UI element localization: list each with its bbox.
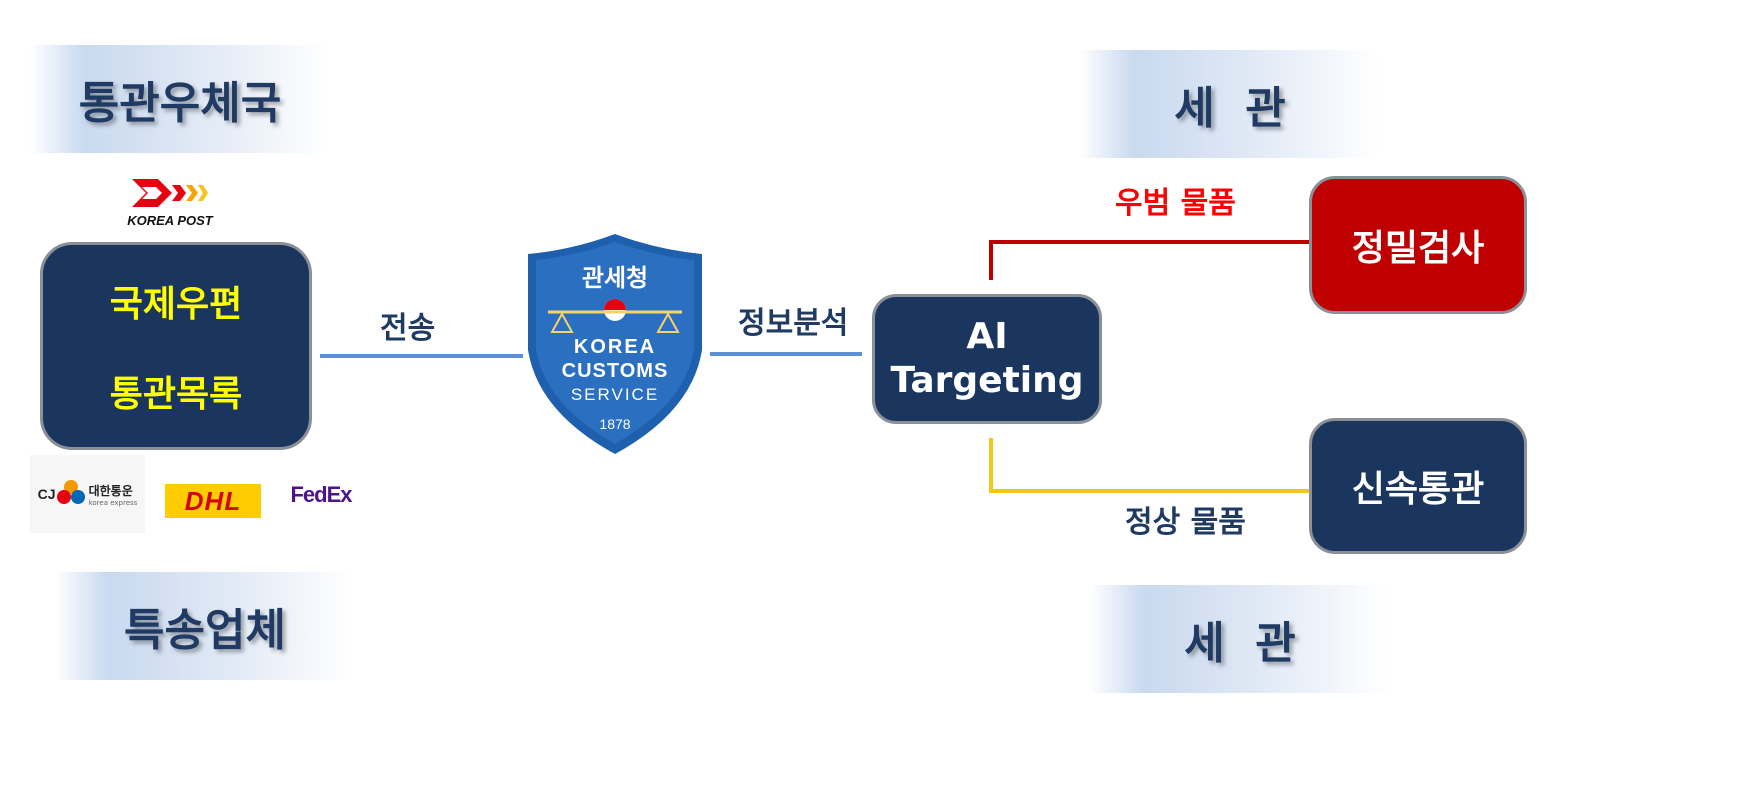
normal-label: 정상 물품 (1125, 505, 1246, 540)
korea-post-emblem-icon (132, 178, 208, 207)
inspection-text: 정밀검사 (1351, 228, 1485, 269)
cj-logo: CJ 대한통운 korea express (30, 455, 145, 533)
left-node-line2: 통관목록 (109, 374, 243, 415)
ai-node-line2: Targeting (890, 360, 1084, 401)
courier-title: 특송업체 (124, 605, 286, 656)
normal-line-vertical (989, 438, 993, 492)
fedex-logo: FedEx (285, 480, 357, 510)
customs-top-title: 세 관 (1174, 83, 1286, 134)
cj-flower-icon (56, 480, 85, 504)
international-mail-manifest-node: 국제우편 통관목록 (40, 242, 312, 450)
ai-node-line1: AI (966, 316, 1008, 357)
fast-clearance-text: 신속통관 (1351, 469, 1485, 510)
emblem-line3: SERVICE (570, 385, 660, 404)
post-office-banner: 통관우체국 (30, 45, 330, 153)
normal-line-horizontal (989, 489, 1311, 493)
analysis-line (710, 352, 862, 356)
emblem-title: 관세청 (581, 264, 649, 292)
dhl-logo: DHL (165, 484, 261, 518)
detailed-inspection-node: 정밀검사 (1309, 176, 1527, 314)
fedex-text: FedEx (290, 482, 352, 507)
emblem-year: 1878 (599, 416, 631, 432)
korea-post-text: KOREA POST (127, 212, 213, 228)
cj-mark-text: CJ (37, 486, 56, 502)
customs-shield-icon (528, 234, 702, 454)
suspect-line-vertical (989, 240, 993, 280)
customs-bottom-title: 세 관 (1184, 618, 1296, 669)
left-node-line1: 국제우편 (109, 284, 243, 325)
dhl-text: DHL (184, 485, 242, 516)
ai-targeting-node: AI Targeting (872, 294, 1102, 424)
emblem-line2: CUSTOMS (561, 360, 669, 382)
suspect-label: 우범 물품 (1115, 186, 1236, 221)
transmit-line (320, 354, 523, 358)
emblem-line1: KOREA (573, 336, 657, 358)
fast-clearance-node: 신속통관 (1309, 418, 1527, 554)
analysis-label: 정보분석 (738, 306, 849, 341)
korea-post-logo: KOREA POST (120, 170, 220, 232)
customs-top-banner: 세 관 (1080, 50, 1380, 158)
suspect-line-horizontal (989, 240, 1311, 244)
customs-bottom-banner: 세 관 (1090, 585, 1390, 693)
transmit-label: 전송 (380, 311, 436, 346)
cj-sub-text: korea express (88, 498, 138, 507)
korea-customs-emblem: 관세청 KOREA CUSTOMS SERVICE 1878 (522, 232, 708, 458)
courier-banner: 특송업체 (55, 572, 355, 680)
post-office-title: 통관우체국 (78, 78, 282, 129)
cj-text-group: 대한통운 korea express (89, 482, 138, 507)
cj-name-text: 대한통운 (88, 483, 133, 498)
